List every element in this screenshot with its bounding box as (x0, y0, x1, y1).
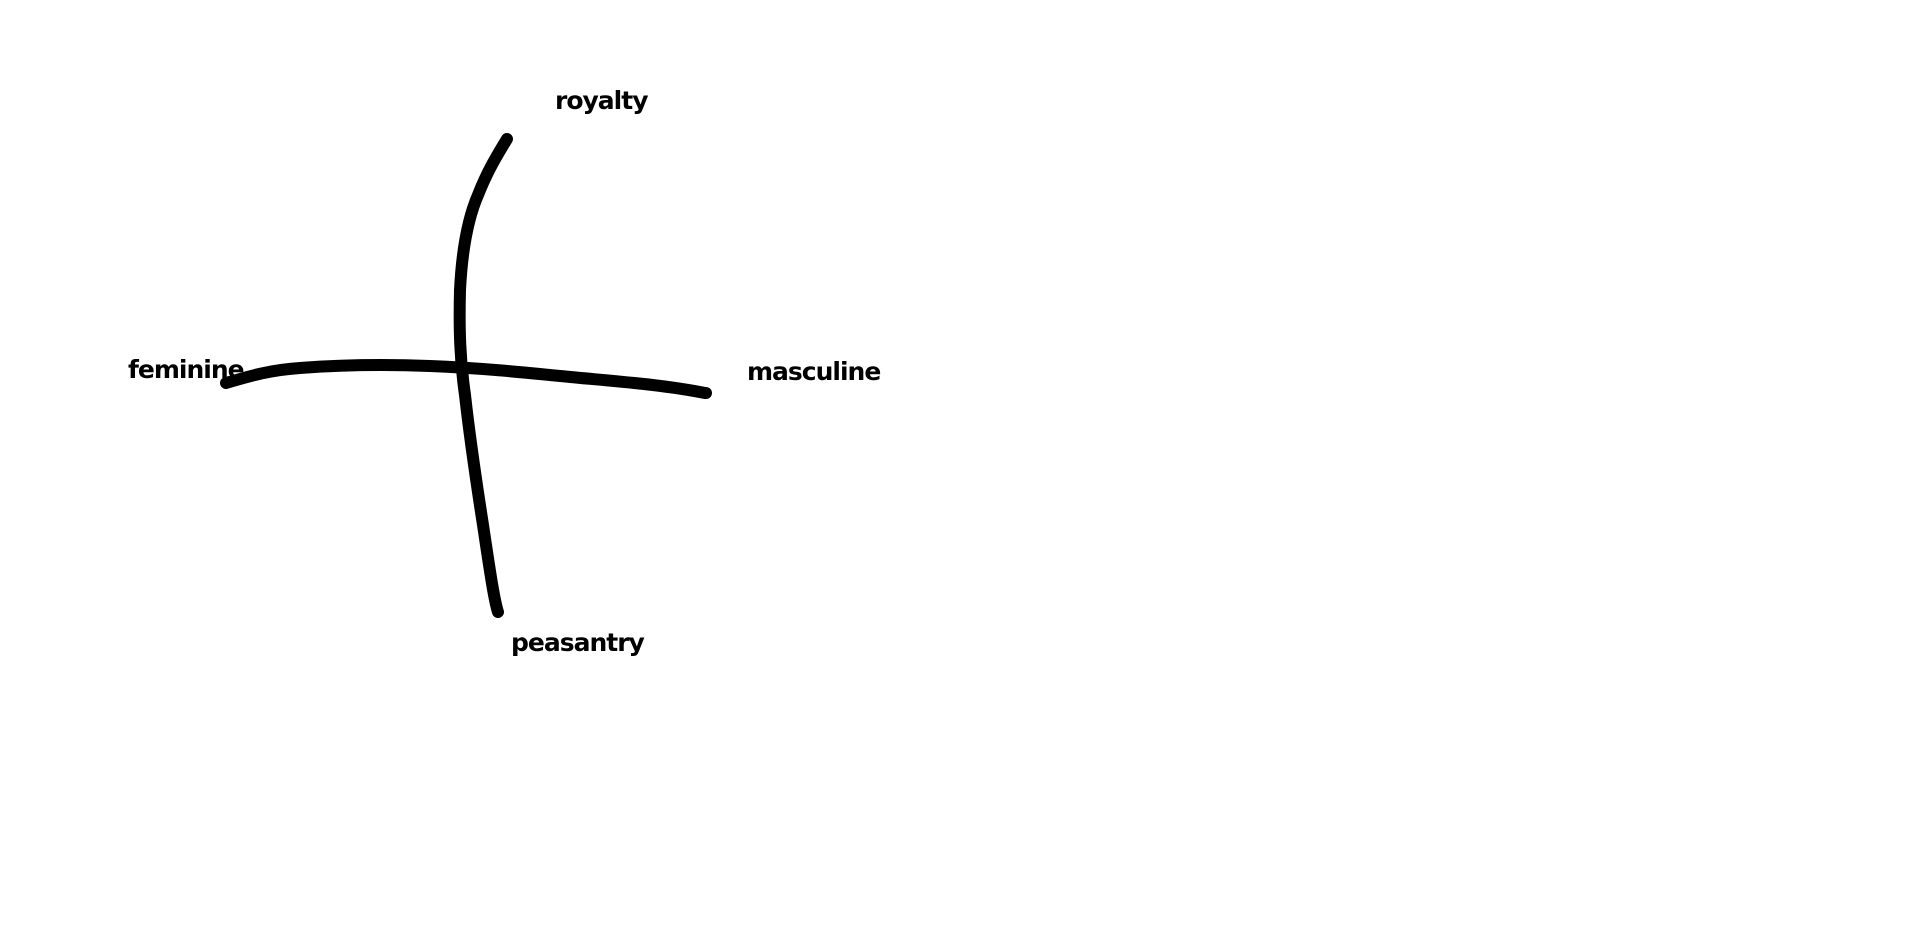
horizontal-axis-stroke (220, 358, 711, 399)
axis-label-royalty: royalty (555, 86, 648, 115)
vertical-axis-tail (488, 558, 502, 614)
axis-label-feminine: feminine (128, 355, 245, 384)
axis-label-masculine: masculine (747, 357, 881, 386)
horizontal-axis-end-dot (700, 387, 712, 399)
axis-label-peasantry: peasantry (511, 628, 645, 657)
